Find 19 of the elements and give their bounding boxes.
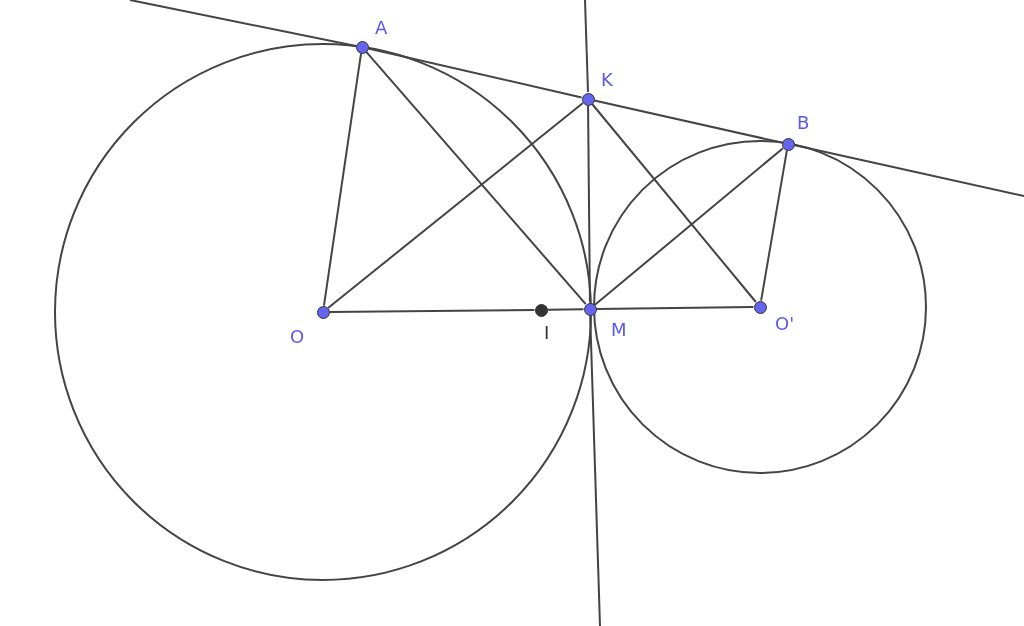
line-segment [328,309,536,313]
line-segment [587,104,591,304]
line-segment [594,147,784,306]
line-segment [593,99,783,144]
line-segment [760,149,788,302]
line-segment [546,308,585,311]
point-label: I [544,323,550,343]
line-segment [595,306,755,310]
line-segment [322,52,363,307]
point-label: O' [775,314,795,334]
point-label: O [290,327,305,347]
line-segment [327,102,584,309]
point-label: B [797,113,810,133]
line-segment [365,50,587,306]
line-segment [591,103,757,303]
point-label: K [601,70,613,90]
point-label: A [375,18,388,38]
point-label: M [611,320,627,340]
line-segment [367,47,583,99]
